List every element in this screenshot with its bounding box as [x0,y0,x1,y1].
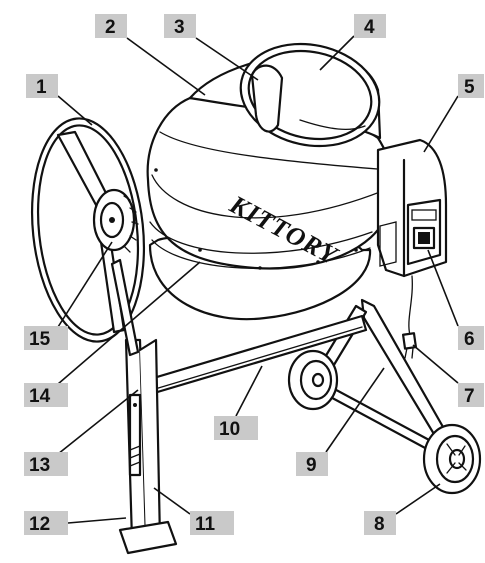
callout-6: 6 [427,249,484,350]
callout-4: 4 [319,14,386,71]
callout-2: 2 [95,14,206,96]
callout-1: 1 [26,74,93,126]
callout-12: 12 [24,511,127,535]
svg-text:10: 10 [219,419,240,440]
power-switch [411,209,437,250]
callout-13: 13 [24,389,139,476]
motor-housing [376,138,448,278]
wheel [422,423,482,495]
drum-opening [239,42,381,148]
svg-text:11: 11 [195,514,216,535]
callout-10: 10 [214,365,263,440]
power-cord [401,275,418,359]
svg-text:6: 6 [464,329,475,350]
rear-wheel-small [287,349,339,411]
callout-7: 7 [412,344,484,407]
callout-5: 5 [423,74,484,153]
handwheel [30,117,146,343]
svg-text:3: 3 [174,17,185,38]
handwheel-hub [92,188,139,253]
callout-3: 3 [164,14,259,81]
svg-text:8: 8 [374,514,385,535]
svg-text:2: 2 [105,17,116,38]
svg-text:15: 15 [29,329,51,350]
callouts: 1 2 3 4 5 6 [24,14,484,535]
callout-11: 11 [153,487,234,535]
callout-15: 15 [24,241,113,350]
svg-text:1: 1 [36,77,47,98]
front-leg [118,338,178,555]
callout-9: 9 [296,367,385,476]
svg-text:14: 14 [29,386,51,407]
callout-14: 14 [24,261,201,407]
svg-text:12: 12 [29,514,50,535]
svg-text:9: 9 [306,455,317,476]
callout-8: 8 [364,483,441,535]
svg-text:4: 4 [364,17,375,38]
svg-text:13: 13 [29,455,50,476]
svg-text:5: 5 [464,77,475,98]
svg-text:7: 7 [464,386,475,407]
